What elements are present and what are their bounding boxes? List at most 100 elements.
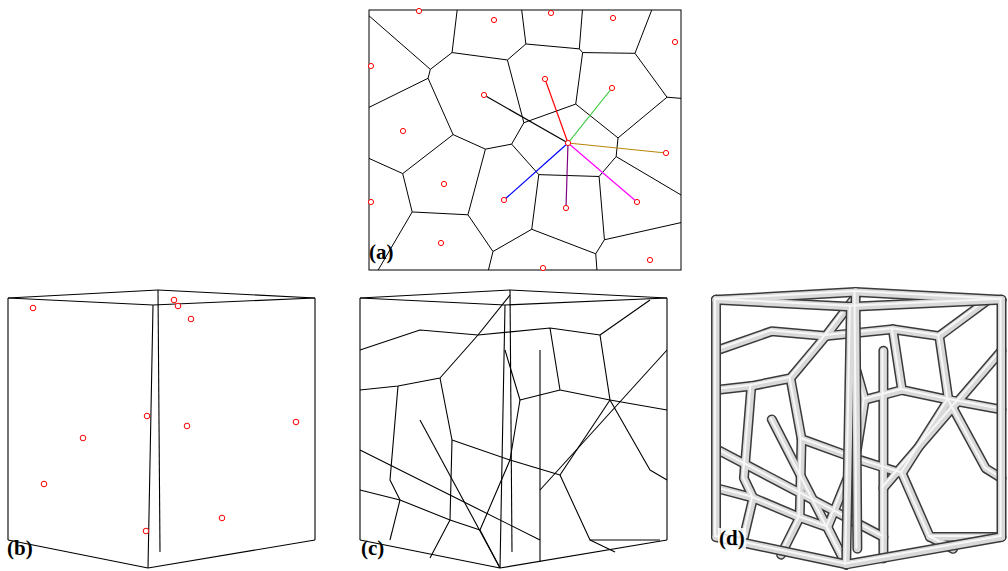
cube-frame (158, 290, 160, 552)
panel-frame (369, 10, 681, 270)
seed-point (219, 515, 225, 521)
seed-point (368, 199, 373, 204)
cube-frame (359, 298, 360, 540)
cube-frame (500, 540, 667, 568)
strut-body (716, 297, 856, 390)
seed-point (80, 435, 86, 441)
cube-frame-outline (716, 300, 851, 307)
voronoi-edge (452, 400, 520, 460)
voronoi-edge (360, 330, 478, 350)
strut-body (902, 473, 995, 537)
cube-frame-highlight (845, 306, 850, 564)
voronoi-edge (360, 295, 510, 390)
panel-label: (d) (718, 528, 746, 549)
seed-point (481, 92, 486, 97)
voronoi-edge (505, 350, 560, 400)
cube-frame-body (856, 292, 858, 549)
strut-highlight (938, 335, 1000, 409)
strut-body (716, 488, 800, 517)
seed-point (565, 140, 570, 145)
cube-frame-highlight (850, 299, 1001, 306)
strut-body (744, 386, 753, 498)
strut-body (883, 351, 1001, 488)
cube-frame-highlight (715, 291, 855, 299)
cube-frame (505, 298, 667, 305)
neighbour-line (484, 95, 568, 143)
voronoi-edge (540, 350, 667, 490)
strut-highlight (855, 399, 948, 473)
neighbour-line (566, 143, 568, 208)
cube-frame-body (851, 300, 1002, 307)
voronoi-edge (600, 335, 667, 410)
strut-highlight (948, 399, 1001, 477)
seed-point (293, 419, 299, 425)
voronoi-edge (560, 475, 660, 540)
strut-outline (716, 331, 826, 351)
cube-frame-body (998, 300, 1005, 537)
strut-body (949, 400, 1002, 478)
cube-frame (360, 298, 505, 305)
seed-point (368, 63, 373, 68)
strut-outline (716, 488, 800, 517)
seed-point (144, 413, 150, 419)
cube-frame-body (846, 537, 1001, 564)
seed-point (175, 303, 181, 309)
cube-frame-highlight (1000, 299, 1002, 536)
strut-highlight (715, 330, 825, 350)
cube-frame (510, 290, 512, 552)
strut-outline (939, 336, 1001, 410)
voronoi-edges (369, 10, 681, 270)
seed-point (143, 528, 149, 534)
voronoi-edge (430, 378, 452, 558)
cube-frame (158, 290, 315, 298)
seed-point (663, 150, 668, 155)
cube-frame-outline (846, 307, 851, 565)
strut-outline (902, 473, 995, 537)
seed-point (501, 197, 506, 202)
seed-point (610, 15, 615, 20)
neighbour-line (568, 143, 637, 202)
voronoi-3d (360, 290, 667, 568)
seed-point (563, 205, 568, 210)
panel-label: (a) (368, 242, 395, 263)
seed-point (30, 305, 36, 311)
seed-point (441, 181, 446, 186)
strut-highlight (901, 472, 994, 536)
voronoi-2d (368, 8, 681, 270)
strut-highlight (715, 296, 855, 389)
voronoi-edge (510, 400, 610, 475)
seed-point (647, 257, 652, 262)
voronoi-edge (590, 540, 615, 552)
cube-frame-body (856, 292, 1002, 300)
seed-cube (8, 290, 315, 568)
cube-frame (314, 298, 315, 540)
cube-frame (148, 540, 315, 568)
neighbour-line (568, 143, 666, 153)
cube-frame (510, 290, 667, 298)
strut-outline (744, 386, 753, 498)
cube-frame-body (716, 300, 851, 307)
voronoi-edge (390, 386, 400, 500)
cube-frame-body (846, 307, 851, 565)
strut-body (939, 336, 1001, 410)
seed-point (184, 423, 190, 429)
strut-highlight (881, 350, 883, 558)
cube-frame-highlight (855, 291, 857, 548)
seed-point (672, 39, 677, 44)
seed-point (41, 481, 47, 487)
cube-frame-outline (997, 300, 1007, 537)
cube-frame-outline (711, 300, 721, 537)
cube-frame (360, 290, 510, 298)
strut-highlight (882, 350, 1000, 487)
cube-frame-outline (856, 292, 858, 549)
voronoi-edge (360, 490, 450, 520)
seed-point (634, 199, 639, 204)
cube-frame-highlight (714, 299, 716, 536)
seed-point (188, 316, 194, 322)
neighbour-line (568, 88, 612, 143)
seed-point (400, 128, 405, 133)
cube-frame-highlight (855, 291, 1001, 299)
seed-point (542, 76, 547, 81)
neighbour-line (504, 143, 568, 200)
